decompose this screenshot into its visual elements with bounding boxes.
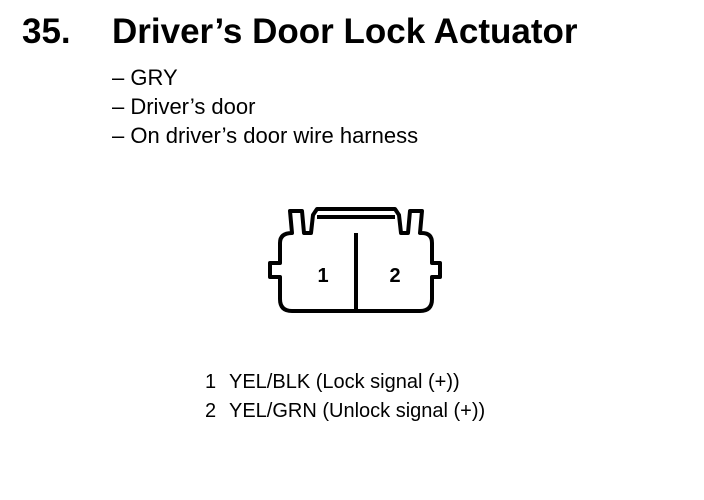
pin-entry-1: 1 YEL/BLK (Lock signal (+)) [205,368,485,397]
pin-description: YEL/BLK (Lock signal (+)) [229,371,460,393]
pin-number: 1 [205,371,217,393]
component-details: – GRY – Driver’s door – On driver’s door… [112,63,418,150]
detail-harness: – On driver’s door wire harness [112,123,419,148]
cavity-label-1: 1 [317,265,328,287]
pin-number: 2 [205,400,217,422]
pin-entry-2: 2 YEL/GRN (Unlock signal (+)) [205,397,485,426]
section-title: Driver’s Door Lock Actuator [112,12,578,51]
pin-legend: 1 YEL/BLK (Lock signal (+)) 2 YEL/GRN (Unl… [205,368,485,426]
detail-location: – Driver’s door [112,94,256,119]
section-number: 35. [22,12,71,51]
connector-diagram: 1 2 [268,207,442,313]
detail-connector-color: – GRY [112,65,178,90]
pin-description: YEL/GRN (Unlock signal (+)) [229,400,486,422]
connector-housing [268,207,442,313]
cavity-label-2: 2 [389,265,400,287]
